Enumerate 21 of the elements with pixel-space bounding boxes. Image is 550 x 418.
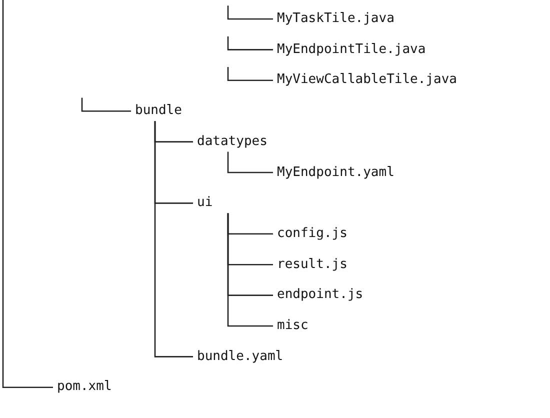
tree-connector bbox=[81, 98, 131, 112]
tree-connector bbox=[227, 67, 273, 82]
file-name: MyViewCallableTile.java bbox=[277, 72, 458, 88]
file-name: endpoint.js bbox=[277, 287, 364, 302]
tree-connector bbox=[227, 6, 273, 20]
tree-connector bbox=[2, 0, 53, 388]
file-name: result.js bbox=[277, 256, 348, 272]
tree-connector bbox=[227, 213, 273, 327]
tree-connector bbox=[227, 152, 273, 174]
file-name: ui bbox=[197, 195, 213, 210]
file-name: MyEndpointTile.java bbox=[277, 42, 426, 57]
file-name: misc bbox=[277, 318, 308, 333]
file-name: MyEndpoint.yaml bbox=[277, 164, 394, 180]
file-name: datatypes bbox=[197, 134, 268, 149]
file-name: MyTaskTile.java bbox=[277, 11, 394, 26]
tree-connector bbox=[227, 36, 273, 50]
file-name: bundle.yaml bbox=[197, 348, 284, 364]
file-name: config.js bbox=[277, 226, 348, 241]
file-name: pom.xml bbox=[57, 379, 112, 394]
file-name: bundle bbox=[135, 103, 182, 118]
tree-connector bbox=[154, 121, 193, 358]
